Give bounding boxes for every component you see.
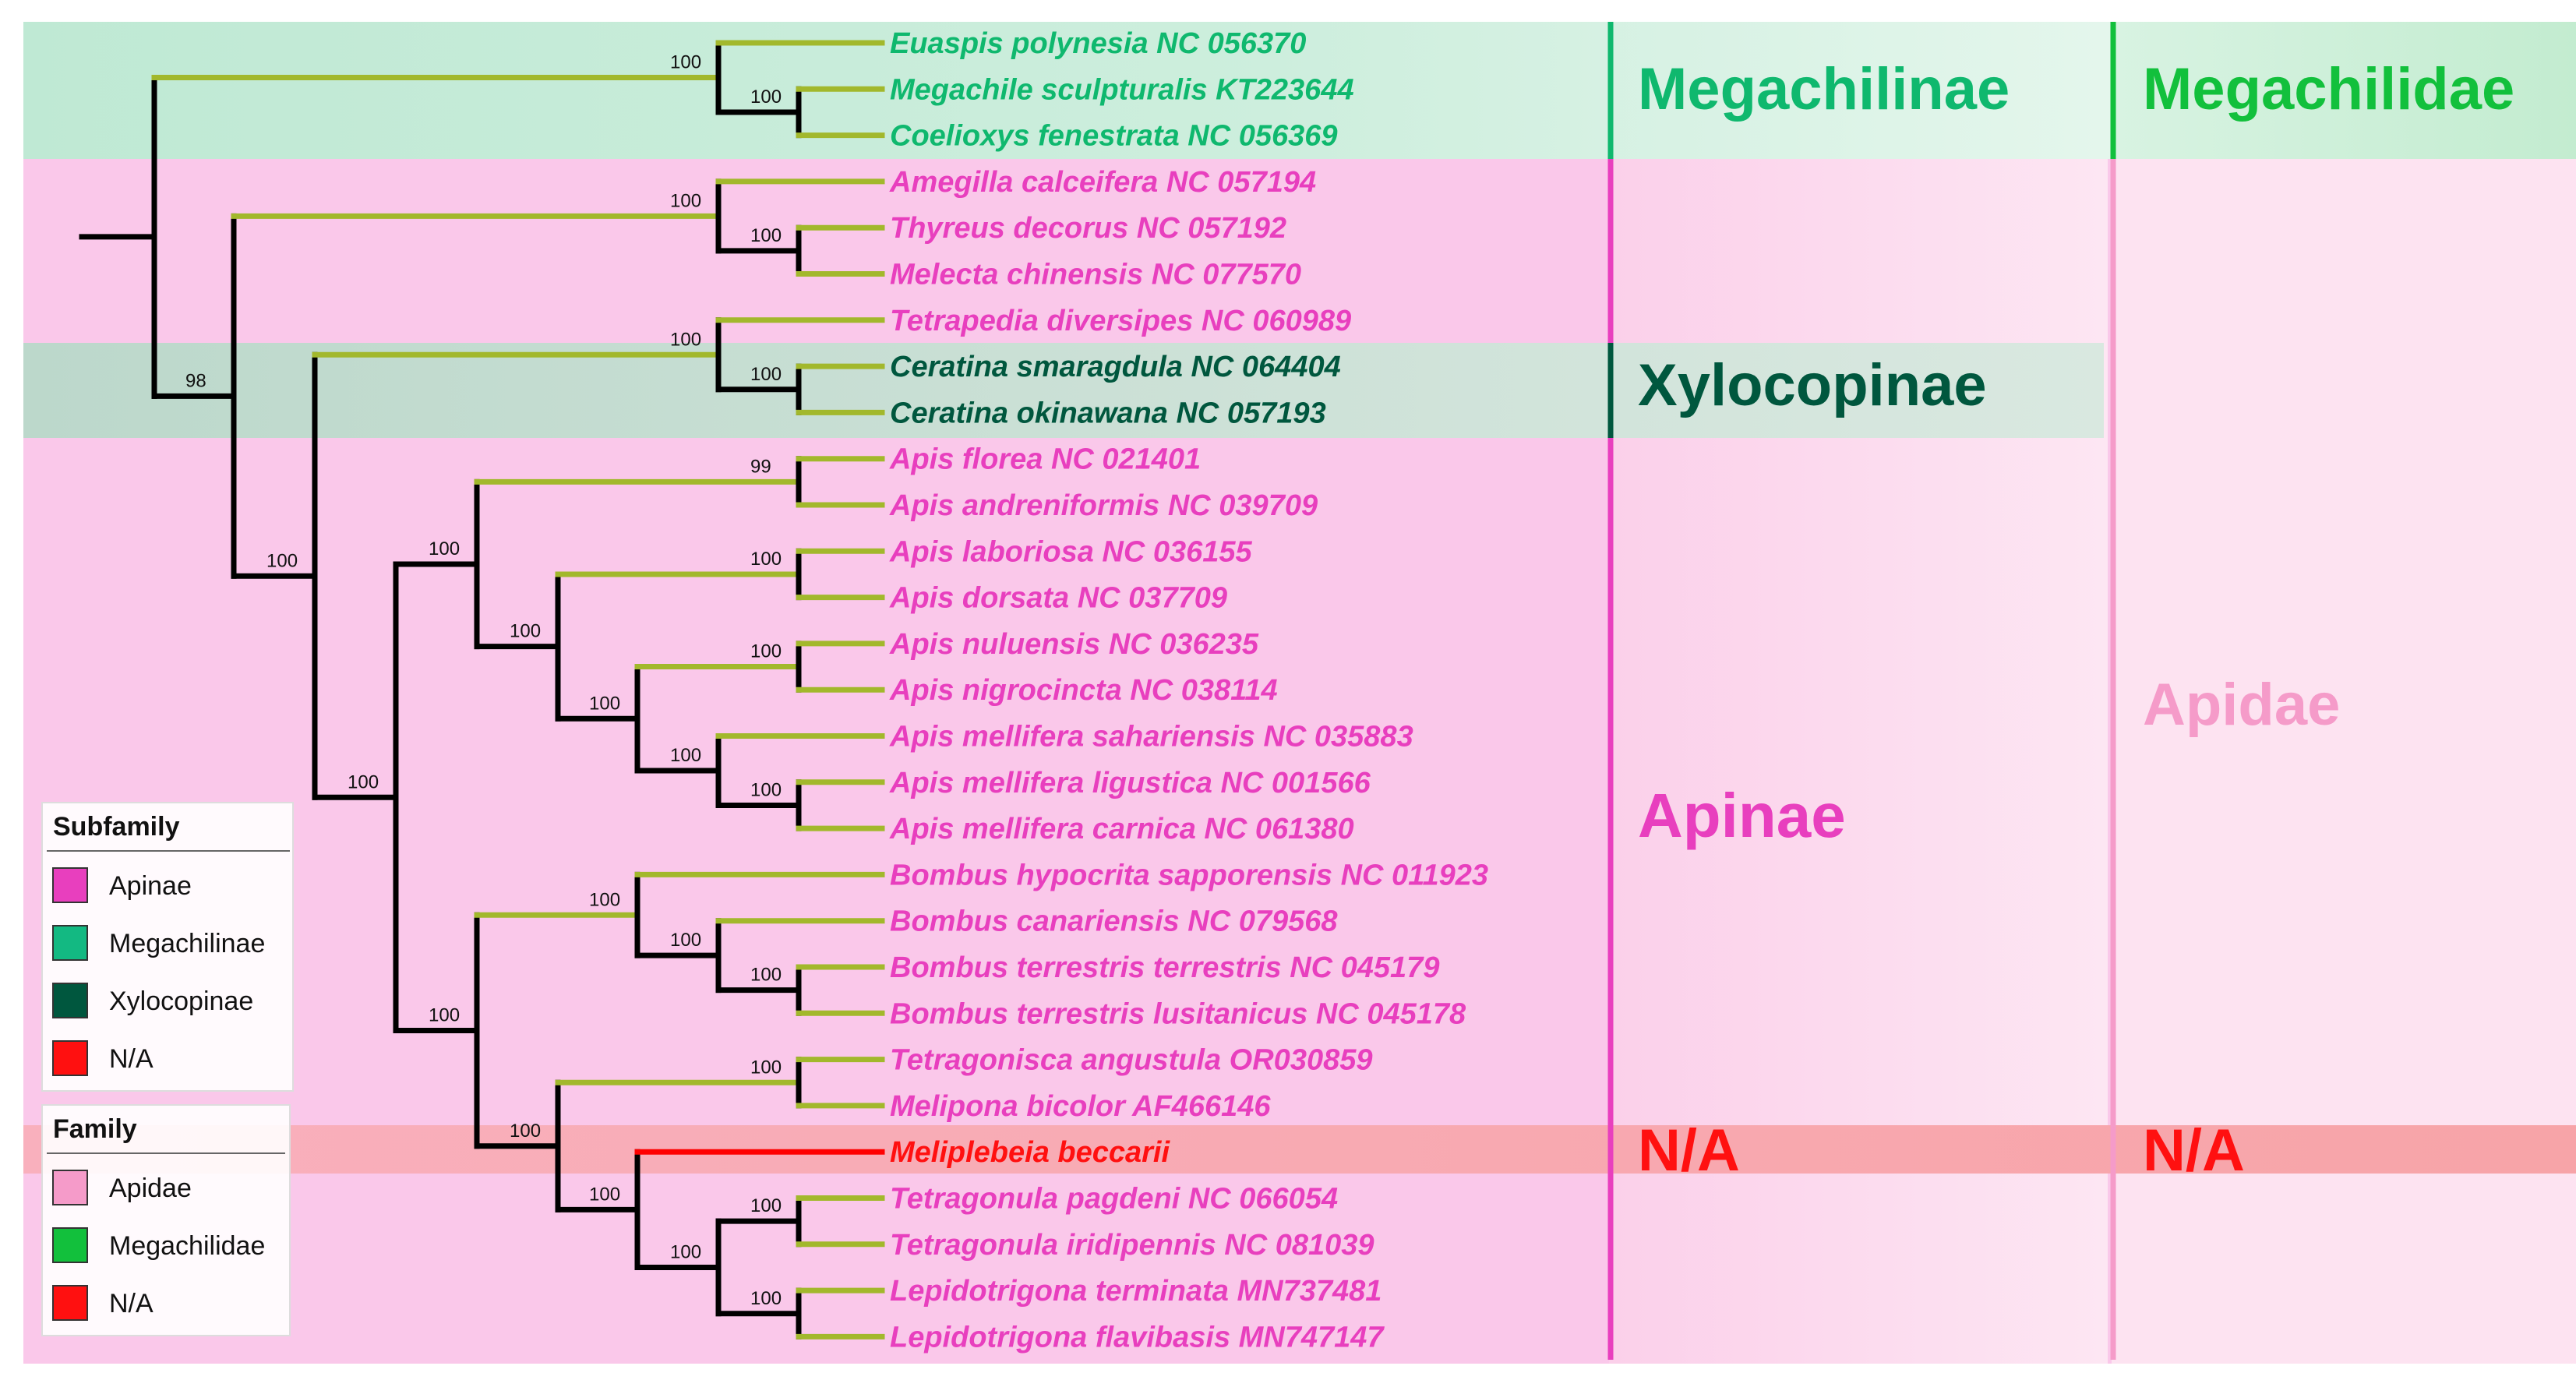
taxon-label: Megachile sculpturalis KT223644 [890,73,1354,106]
taxon-label: Apis mellifera ligustica NC 001566 [889,767,1371,799]
taxon-label: Coelioxys fenestrata NC 056369 [890,120,1338,153]
legend-swatch-apinae [52,867,88,903]
legend-subfamily: Subfamily Apinae Megachilinae Xylocopina… [41,802,294,1092]
taxon-label: Melecta chinensis NC 077570 [890,259,1301,291]
support-value: 100 [589,1184,620,1205]
legend-item-xylocopinae: Xylocopinae [109,987,253,1016]
family-label-na: N/A [2143,1117,2245,1184]
megachilidae-band [2112,22,2576,159]
taxon-label: Apis laboriosa NC 036155 [889,535,1253,568]
taxon-label: Apis florea NC 021401 [889,443,1201,476]
support-value: 98 [185,370,206,391]
support-value: 100 [750,1195,782,1216]
taxon-label: Apis nigrocincta NC 038114 [889,674,1278,707]
family-label-megachilidae: Megachilidae [2143,56,2514,122]
support-value: 100 [589,889,620,910]
taxon-label: Lepidotrigona flavibasis MN747147 [890,1321,1385,1354]
legend-swatch-na-subfamily [52,1040,88,1076]
taxon-label: Tetragonula pagdeni NC 066054 [890,1183,1338,1216]
legend-swatch-na-family [52,1285,88,1321]
taxon-label: Bombus canariensis NC 079568 [890,905,1338,938]
na-band [23,1125,2576,1174]
support-value: 100 [589,693,620,714]
taxon-label: Meliplebeia beccarii [890,1136,1170,1169]
support-value: 100 [670,190,701,211]
legend-swatch-xylocopinae [52,983,88,1018]
taxon-label: Lepidotrigona terminata MN737481 [890,1275,1382,1308]
xylocopinae-band [23,343,2104,438]
support-value: 100 [750,1288,782,1309]
legend-item-apinae: Apinae [109,871,192,901]
taxon-label: Tetragonula iridipennis NC 081039 [890,1229,1374,1262]
legend-swatch-megachilidae [52,1227,88,1263]
support-value: 100 [750,549,782,570]
taxon-label: Ceratina smaragdula NC 064404 [890,351,1341,383]
support-value: 100 [510,621,541,642]
taxon-label: Bombus terrestris terrestris NC 045179 [890,951,1439,984]
legend-family-title: Family [53,1114,137,1144]
support-value: 100 [750,364,782,385]
family-label-apidae: Apidae [2143,672,2340,738]
taxon-label: Apis mellifera sahariensis NC 035883 [889,721,1413,754]
support-value: 100 [750,225,782,246]
support-value: 100 [266,550,298,571]
legend-item-apidae: Apidae [109,1174,192,1203]
legend-swatch-megachilinae [52,925,88,961]
legend-family: Family Apidae Megachilidae N/A [41,1104,291,1336]
support-value: 100 [670,1241,701,1262]
support-value: 100 [348,771,379,792]
taxon-label: Apis dorsata NC 037709 [889,582,1227,615]
support-value: 100 [670,329,701,350]
legend-item-megachilinae: Megachilinae [109,929,265,958]
legend-subfamily-title: Subfamily [53,812,180,842]
taxon-label: Bombus hypocrita sapporensis NC 011923 [890,859,1488,891]
subfamily-label-apinae: Apinae [1638,781,1846,850]
support-value: 100 [510,1121,541,1142]
background-bands [23,22,2576,1364]
support-value: 100 [670,745,701,766]
taxon-label: Bombus terrestris lusitanicus NC 045178 [890,997,1466,1030]
support-value: 100 [750,641,782,662]
support-value: 100 [750,965,782,986]
legend-item-na-subfamily: N/A [109,1044,154,1074]
support-value: 100 [429,1005,460,1026]
taxon-label: Ceratina okinawana NC 057193 [890,397,1326,429]
taxon-label: Melipona bicolor AF466146 [890,1090,1271,1123]
group-titles: Megachilinae Megachilidae Xylocopinae Ap… [1638,56,2514,1184]
support-value: 100 [670,51,701,72]
taxon-label: Amegilla calceifera NC 057194 [889,166,1316,199]
support-value: 100 [670,930,701,951]
subfamily-label-xylocopinae: Xylocopinae [1638,352,1987,418]
support-value: 100 [429,538,460,559]
taxon-label: Apis andreniformis NC 039709 [889,489,1318,522]
subfamily-label-megachilinae: Megachilinae [1638,56,2010,122]
taxon-label: Apis mellifera carnica NC 061380 [889,813,1354,845]
taxon-label: Tetragonisca angustula OR030859 [890,1044,1373,1077]
legend-swatch-apidae [52,1170,88,1205]
support-value: 100 [750,779,782,800]
taxon-label: Euaspis polynesia NC 056370 [890,27,1306,60]
subfamily-label-na: N/A [1638,1117,1740,1184]
support-values: 100 100 98 100 100 100 100 100 100 100 99 100 100 100… [185,51,782,1308]
support-value: 99 [750,456,771,477]
taxon-label: Apis nuluensis NC 036235 [889,628,1259,661]
legend-item-na-family: N/A [109,1289,154,1318]
megachilinae-band [23,22,2112,159]
taxon-label: Thyreus decorus NC 057192 [890,212,1286,245]
tree-branches [79,40,885,1339]
taxon-label: Tetrapedia diversipes NC 060989 [890,305,1351,337]
support-value: 100 [750,1057,782,1078]
support-value: 100 [750,86,782,108]
legend-item-megachilidae: Megachilidae [109,1231,265,1261]
